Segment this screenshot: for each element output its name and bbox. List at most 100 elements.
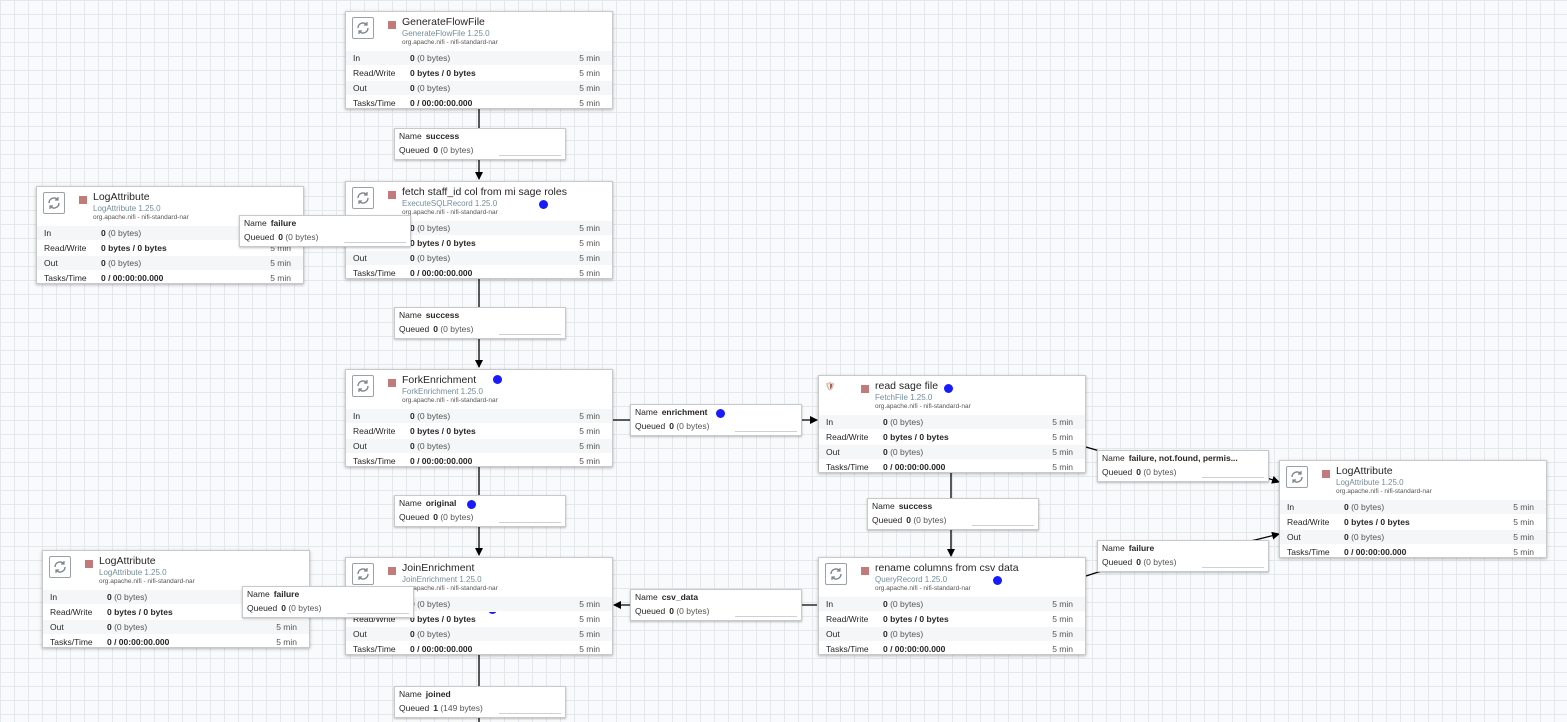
conn-queued-label: Queued	[635, 421, 666, 431]
conn-name-value: csv_data	[661, 592, 699, 602]
processor-logattribute-right[interactable]: LogAttribute LogAttribute 1.25.0 org.apa…	[1279, 460, 1547, 558]
processor-rename-columns[interactable]: rename columns from csv data QueryRecord…	[818, 557, 1086, 655]
conn-queued-value: 0	[669, 606, 674, 616]
conn-queued-label: Queued	[399, 324, 430, 334]
stat-value-in: 0 (0 bytes)	[883, 417, 924, 427]
stat-label-tasks: Tasks/Time	[353, 456, 396, 466]
processor-icon	[43, 192, 65, 214]
processor-name: GenerateFlowFile	[402, 16, 485, 28]
processor-name: ForkEnrichment	[402, 374, 477, 386]
status-dot-icon	[944, 384, 953, 393]
conn-queued-value: 0	[1136, 467, 1141, 477]
conn-name-value: failure, not.found, permis...	[1128, 453, 1238, 463]
stat-value-tasks: 0 / 00:00:00.000	[107, 637, 170, 647]
conn-queued-value: 1	[433, 703, 438, 713]
conn-queued-label: Queued	[399, 145, 430, 155]
processor-fetch-staff-id[interactable]: fetch staff_id col from mi sage roles Ex…	[345, 181, 613, 279]
processor-bundle: org.apache.nifi - nifi-standard-nar	[402, 39, 498, 46]
stat-window: 5 min	[579, 68, 600, 78]
processor-generateflowfile[interactable]: GenerateFlowFile GenerateFlowFile 1.25.0…	[345, 11, 613, 109]
processor-name: LogAttribute	[93, 191, 150, 203]
processor-bundle: org.apache.nifi - nifi-standard-nar	[402, 585, 498, 592]
stat-value-rw: 0 bytes / 0 bytes	[883, 432, 949, 442]
stat-value-rw: 0 bytes / 0 bytes	[101, 243, 167, 253]
stat-window: 5 min	[1052, 614, 1073, 624]
stat-label-rw: Read/Write	[353, 68, 396, 78]
stat-label-out: Out	[50, 622, 64, 632]
stat-label-in: In	[826, 599, 834, 609]
stat-value-in: 0 (0 bytes)	[107, 592, 148, 602]
stat-label-tasks: Tasks/Time	[353, 644, 396, 654]
stat-label-out: Out	[44, 258, 58, 268]
stat-window: 5 min	[579, 223, 600, 233]
processor-name: LogAttribute	[99, 555, 156, 567]
conn-queued-value: 0	[281, 603, 286, 613]
stat-value-tasks: 0 / 00:00:00.000	[1344, 547, 1407, 557]
conn-queued-label: Queued	[399, 512, 430, 522]
conn-name-label: Name	[872, 501, 895, 511]
processor-icon	[352, 563, 374, 585]
conn-queued-bytes: (0 bytes)	[285, 603, 322, 613]
stat-window: 5 min	[270, 243, 291, 253]
conn-queued-bytes: (0 bytes)	[437, 512, 474, 522]
conn-queued-bytes: (149 bytes)	[437, 703, 483, 713]
conn-queued-bytes: (0 bytes)	[910, 515, 947, 525]
stat-window: 5 min	[270, 258, 291, 268]
conn-name-value: failure	[270, 218, 297, 228]
stat-label-rw: Read/Write	[44, 243, 87, 253]
stat-window: 5 min	[579, 614, 600, 624]
stat-value-tasks: 0 / 00:00:00.000	[410, 98, 473, 108]
conn-name-label: Name	[399, 131, 422, 141]
stat-value-rw: 0 bytes / 0 bytes	[410, 68, 476, 78]
processor-type: JoinEnrichment 1.25.0	[402, 575, 482, 584]
queue-bar	[499, 334, 561, 335]
queue-bar	[344, 242, 406, 243]
conn-name-label: Name	[247, 589, 270, 599]
conn-queued-label: Queued	[247, 603, 278, 613]
processor-forkenrichment[interactable]: ForkEnrichment ForkEnrichment 1.25.0 org…	[345, 369, 613, 467]
stat-value-in: 0 (0 bytes)	[410, 599, 451, 609]
stat-window: 5 min	[270, 273, 291, 283]
stat-value-out: 0 (0 bytes)	[410, 83, 451, 93]
stat-window: 5 min	[579, 426, 600, 436]
stat-value-in: 0 (0 bytes)	[1344, 502, 1385, 512]
stat-value-tasks: 0 / 00:00:00.000	[883, 644, 946, 654]
processor-name: rename columns from csv data	[875, 562, 1019, 574]
stat-window: 5 min	[1513, 532, 1534, 542]
stat-value-rw: 0 bytes / 0 bytes	[107, 607, 173, 617]
conn-name-label: Name	[635, 407, 658, 417]
stat-window: 5 min	[1052, 629, 1073, 639]
stat-window: 5 min	[1052, 432, 1073, 442]
stat-window: 5 min	[579, 456, 600, 466]
stat-label-tasks: Tasks/Time	[826, 462, 869, 472]
stopped-indicator-icon	[861, 385, 869, 393]
stat-window: 5 min	[579, 644, 600, 654]
processor-read-sage-file[interactable]: 🛡 read sage file FetchFile 1.25.0 org.ap…	[818, 375, 1086, 473]
conn-queued-bytes: (0 bytes)	[673, 606, 710, 616]
conn-queued-bytes: (0 bytes)	[437, 145, 474, 155]
stat-label-rw: Read/Write	[826, 432, 869, 442]
processor-type: GenerateFlowFile 1.25.0	[402, 29, 490, 38]
stat-label-rw: Read/Write	[50, 607, 93, 617]
stat-value-tasks: 0 / 00:00:00.000	[101, 273, 164, 283]
conn-queued-value: 0	[433, 145, 438, 155]
stat-window: 5 min	[1052, 644, 1073, 654]
processor-bundle: org.apache.nifi - nifi-standard-nar	[1336, 488, 1432, 495]
stopped-indicator-icon	[79, 196, 87, 204]
stat-label-in: In	[44, 228, 52, 238]
